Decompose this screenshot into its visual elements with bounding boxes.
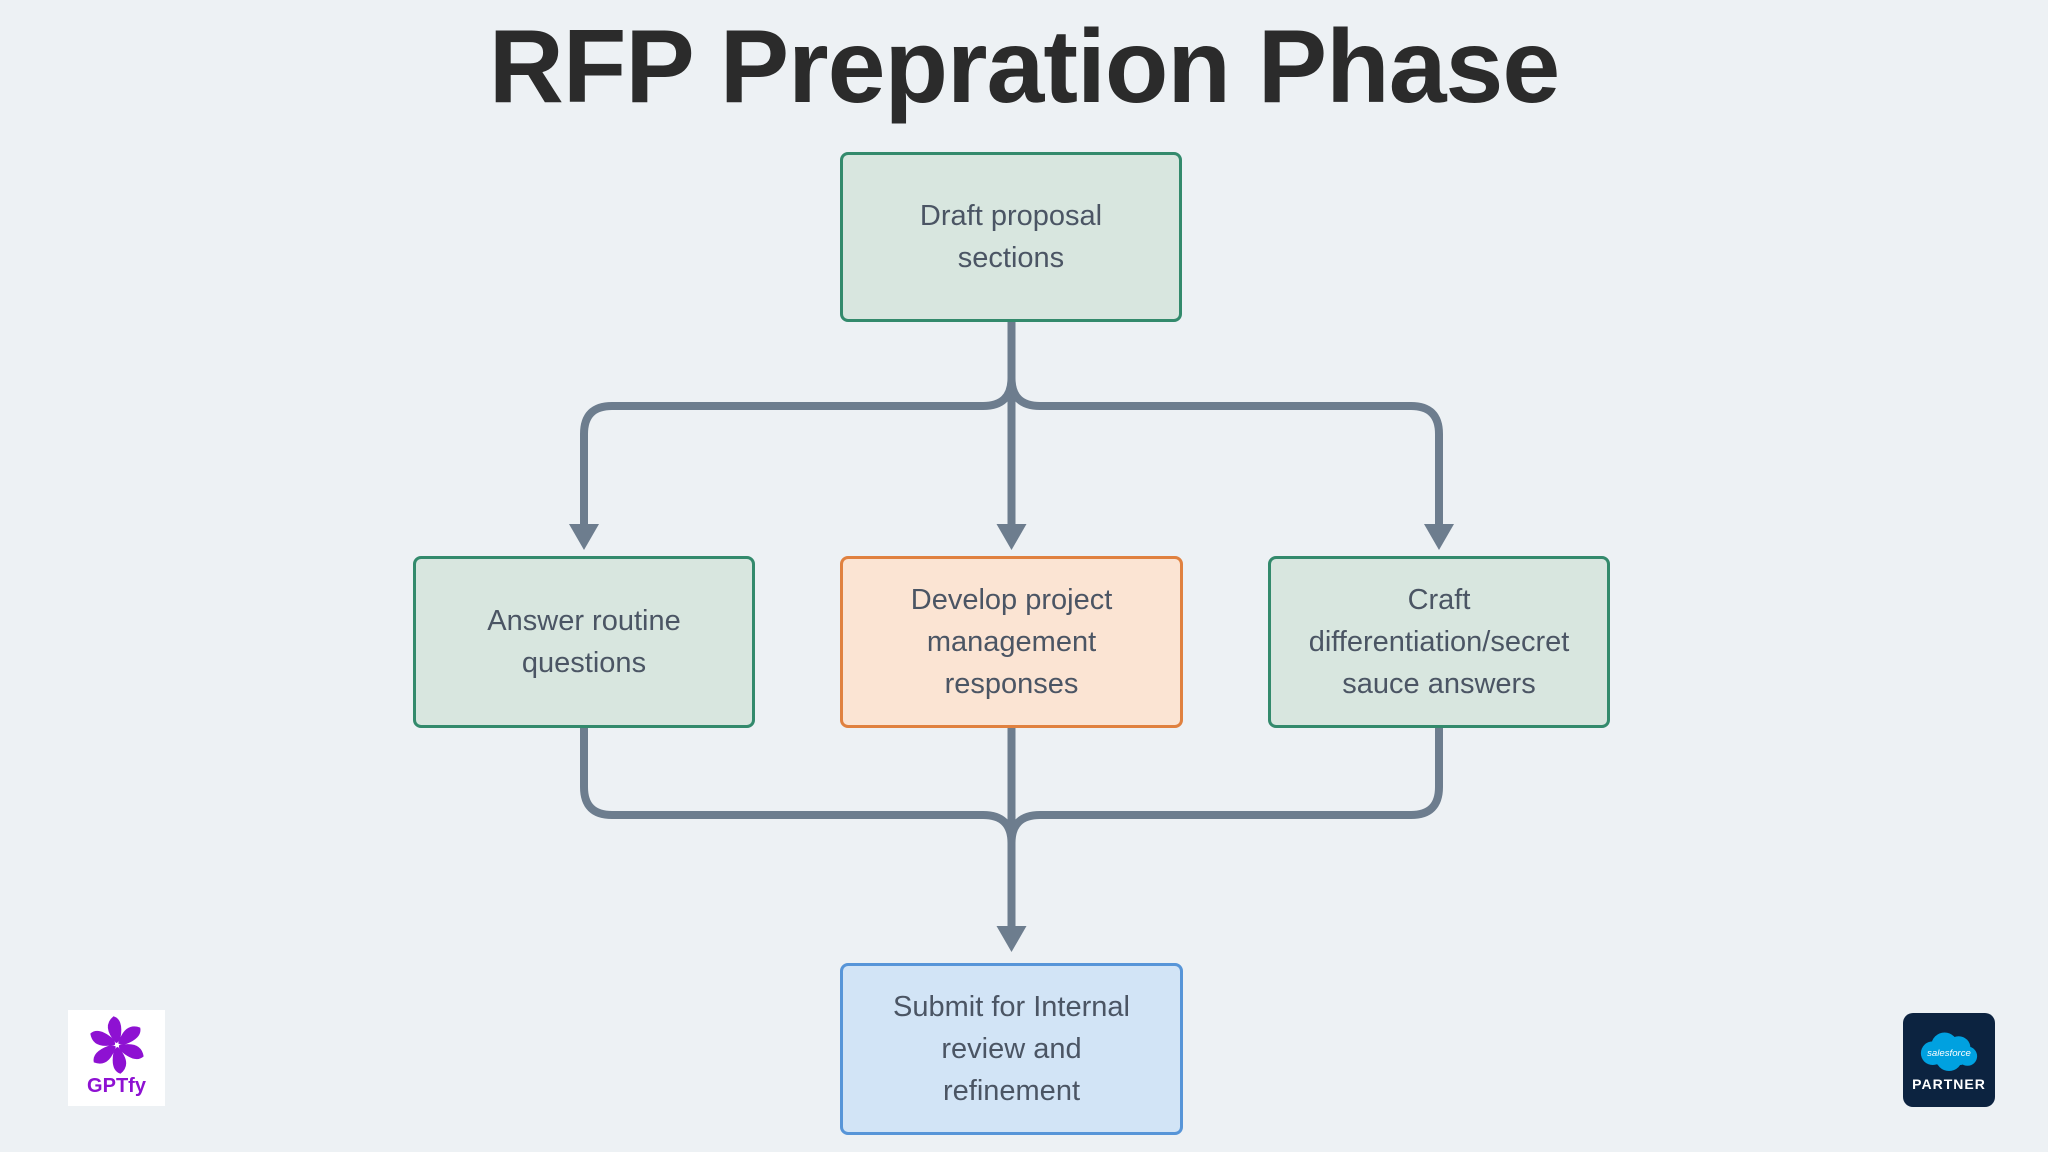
connector-left-to-merge [580, 728, 1016, 844]
page-title: RFP Prepration Phase [488, 9, 1560, 125]
arrowhead-into-right-box [1424, 524, 1454, 550]
salesforce-partner-label: PARTNER [1912, 1076, 1986, 1092]
salesforce-cloud-icon: salesforce [1920, 1032, 1978, 1071]
salesforce-partner-badge: salesforce PARTNER [1903, 1013, 1995, 1107]
node-submit-internal-review: Submit for Internal review and refinemen… [840, 963, 1183, 1135]
node-develop-project-management-responses: Develop project management responses [840, 556, 1183, 728]
gptfy-logo: GPTfy [68, 1010, 165, 1106]
node-draft-proposal-sections: Draft proposal sections [840, 152, 1182, 322]
connector-top-to-right [1007, 377, 1443, 526]
arrowhead-into-bottom-box [996, 926, 1027, 952]
salesforce-wordmark: salesforce [1927, 1048, 1971, 1059]
arrowhead-into-center-box [996, 524, 1027, 550]
connector-top-to-left [580, 377, 1016, 526]
gptfy-wordmark: GPTfy [87, 1075, 146, 1097]
gptfy-pinwheel-icon [89, 1016, 144, 1074]
node-craft-differentiation-secret-sauce: Craft differentiation/secret sauce answe… [1268, 556, 1610, 728]
connector-right-to-merge [1007, 728, 1443, 844]
arrowhead-into-left-box [569, 524, 599, 550]
node-answer-routine-questions: Answer routine questions [413, 556, 755, 728]
